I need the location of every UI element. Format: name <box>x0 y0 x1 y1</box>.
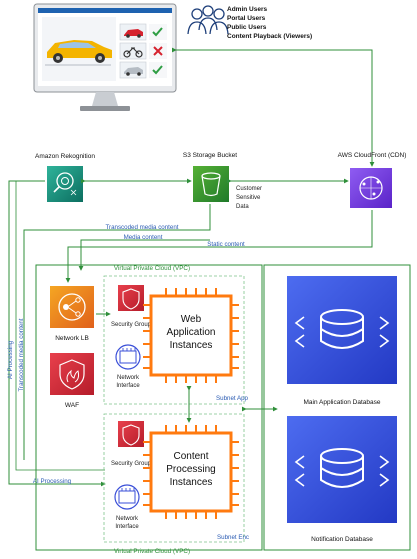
thumbnail-1 <box>119 23 167 41</box>
s3-note-3: Data <box>236 204 249 210</box>
waf-icon <box>50 353 94 395</box>
monitor <box>33 3 177 111</box>
s3-label: S3 Storage Bucket <box>183 152 237 159</box>
s3-bucket-icon <box>193 166 229 202</box>
web-app-line1: Web <box>181 314 202 325</box>
users-icon <box>187 5 229 35</box>
subnet-enc-label: Subnet Enc <box>217 534 249 541</box>
transcoded-label: Transcoded media content <box>105 224 178 231</box>
ai-processing-vertical: AI Processing <box>7 340 14 379</box>
connector-media <box>78 239 210 271</box>
network-interface-app-line2: Interface <box>116 383 140 389</box>
cloudfront-icon <box>350 168 392 208</box>
network-interface-app-icon <box>115 344 141 370</box>
users-line-4: Content Playback (Viewers) <box>227 33 312 40</box>
network-lb-icon <box>50 286 94 328</box>
connector-ai-processing-1 <box>8 180 106 487</box>
content-proc-line2: Processing <box>166 464 215 475</box>
ai-processing-horizontal: AI Processing <box>33 478 72 485</box>
notification-database-icon <box>287 416 397 523</box>
network-interface-enc-line2: Interface <box>115 524 139 530</box>
thumbnail-2 <box>119 42 167 60</box>
vpc-label-bottom: Virtual Private Cloud (VPC) <box>114 548 190 555</box>
vpc-label-top: Virtual Private Cloud (VPC) <box>114 265 190 272</box>
rekognition-label: Amazon Rekognition <box>35 153 95 160</box>
media-label: Media content <box>124 234 163 241</box>
network-interface-enc-icon <box>114 484 140 510</box>
connector-monitor-cloudfront <box>171 47 375 167</box>
security-group-app-icon <box>118 285 144 311</box>
transcoded-vertical: Transcoded media content <box>18 318 25 391</box>
notification-database-label: Notification Database <box>311 536 373 543</box>
subnet-app <box>103 275 245 405</box>
main-database-icon <box>287 276 397 384</box>
users-line-3: Public Users <box>227 24 267 31</box>
static-label: Static content <box>207 241 245 248</box>
s3-note-1: Customer <box>236 186 262 192</box>
security-group-enc-label: Security Group <box>111 461 152 467</box>
network-interface-app-line1: Network <box>117 375 140 381</box>
connector-ai-processing-2 <box>15 181 105 471</box>
network-lb-label: Network LB <box>55 335 89 342</box>
security-group-app-label: Security Group <box>111 322 152 328</box>
s3-note-2: Sensitive <box>236 195 261 201</box>
content-proc-line3: Instances <box>170 477 213 488</box>
users-line-1: Admin Users <box>227 6 267 13</box>
web-app-line2: Application <box>167 327 216 338</box>
subnet-app-label: Subnet App <box>216 395 249 402</box>
connector-transcoded <box>23 204 211 460</box>
thumbnail-3 <box>119 61 167 79</box>
network-interface-enc-line1: Network <box>116 516 139 522</box>
waf-label: WAF <box>65 402 79 409</box>
cloudfront-label: AWS CloudFront (CDN) <box>338 152 407 159</box>
users-line-2: Portal Users <box>227 15 266 22</box>
security-group-enc-icon <box>118 421 144 447</box>
web-app-instances-chip <box>143 288 239 383</box>
main-database-label: Main Application Database <box>304 399 381 406</box>
content-processing-chip <box>143 425 239 519</box>
subnet-enc <box>103 413 245 543</box>
content-proc-line1: Content <box>173 451 208 462</box>
web-app-line3: Instances <box>170 340 213 351</box>
rekognition-icon <box>47 166 83 202</box>
